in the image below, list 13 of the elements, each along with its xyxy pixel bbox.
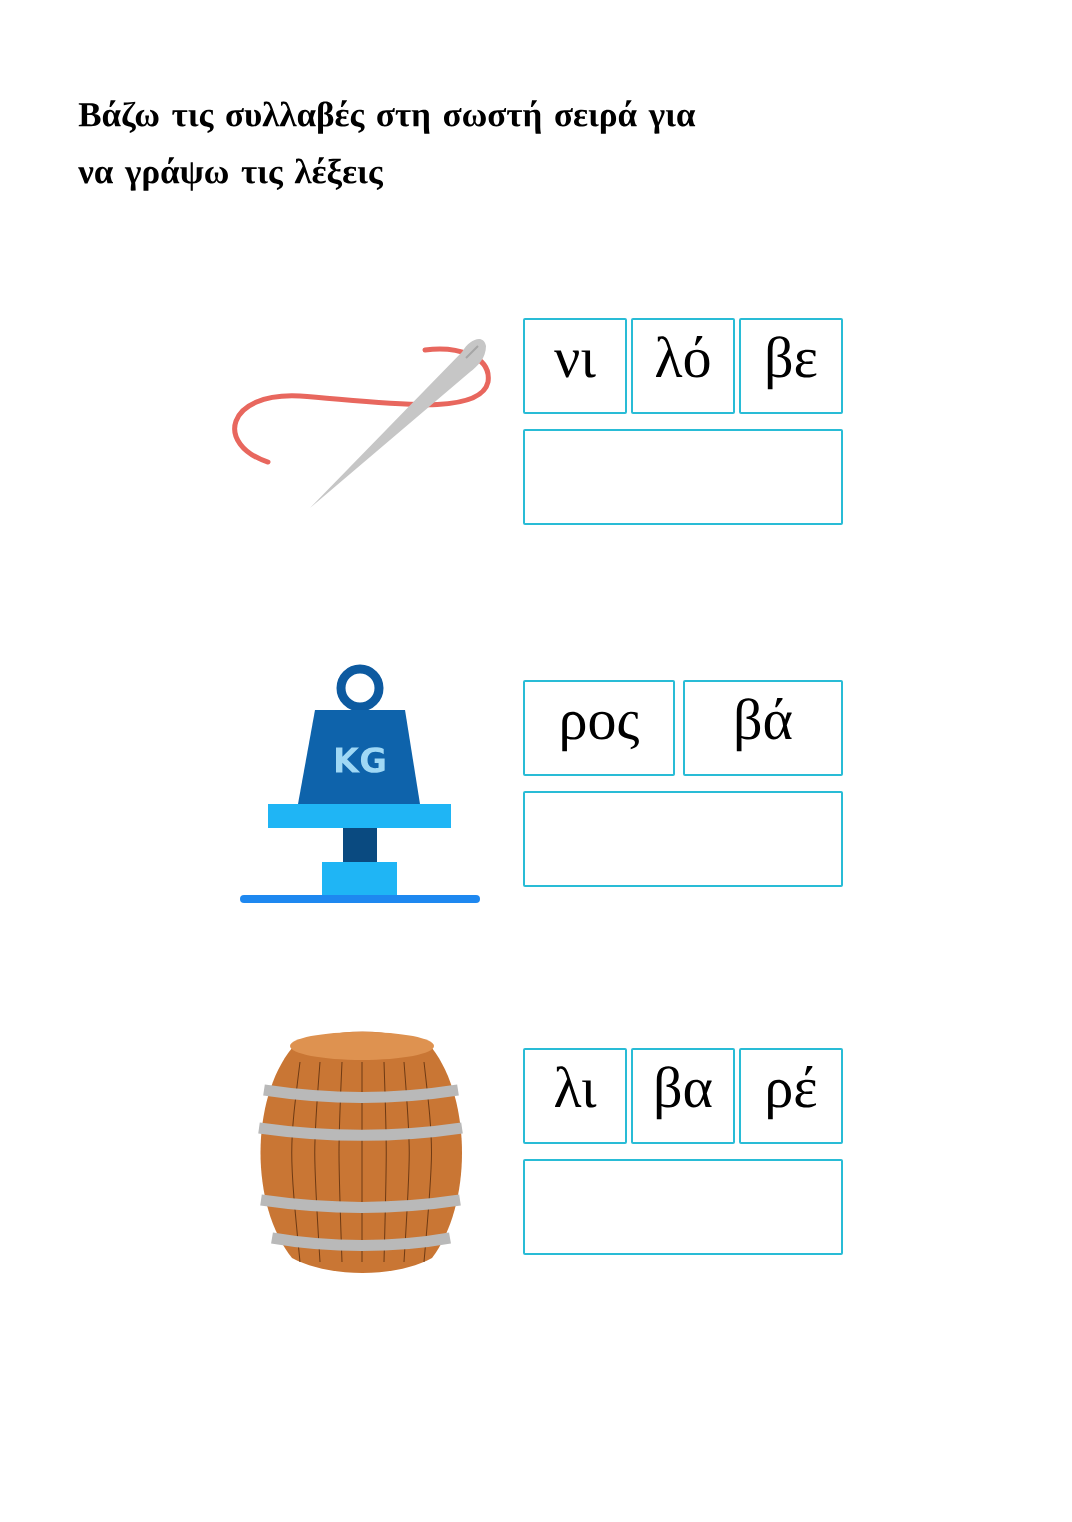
syllable-box: ρέ bbox=[739, 1048, 843, 1144]
syllable-box: νι bbox=[523, 318, 627, 414]
answer-box bbox=[523, 429, 843, 525]
syllable-box: ρος bbox=[523, 680, 675, 776]
syllable-box: βε bbox=[739, 318, 843, 414]
syllable-box: λό bbox=[631, 318, 735, 414]
answer-box bbox=[523, 1159, 843, 1255]
unit-label: KG bbox=[336, 747, 385, 773]
answer-box bbox=[523, 791, 843, 887]
syllable-box: βά bbox=[683, 680, 843, 776]
title: Βάζω τις συλλαβές στη σωστή σειρά για να γράψω τις λέξεις bbox=[78, 100, 696, 191]
syllable-box: βα bbox=[631, 1048, 735, 1144]
syllable-box: λι bbox=[523, 1048, 627, 1144]
